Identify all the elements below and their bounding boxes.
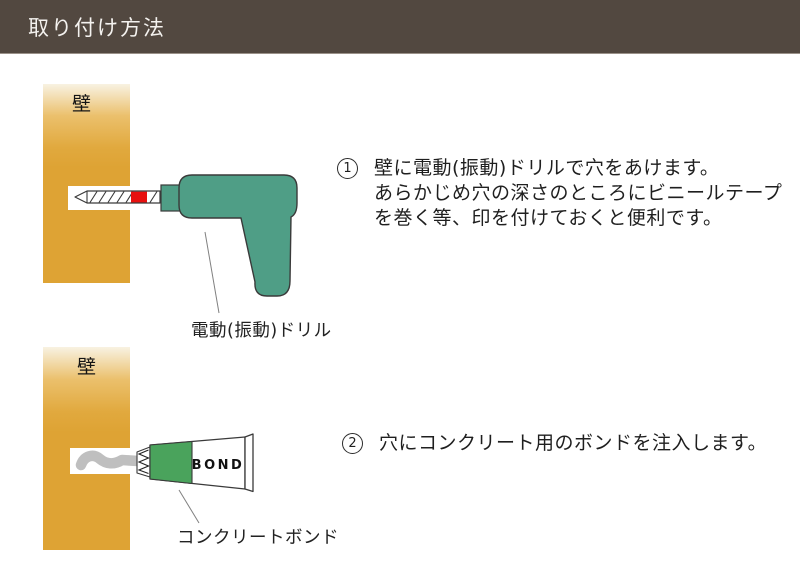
bond-pointer-line	[178, 489, 200, 524]
bond-caption: コンクリートボンド	[177, 528, 339, 548]
wall-label-step1: 壁	[72, 93, 93, 115]
nozzle-threads	[137, 449, 150, 475]
step-2-line-1: 穴にコンクリート用のボンドを注入します。	[379, 432, 768, 454]
drill-pointer-line	[204, 231, 220, 314]
wall-step1: 壁	[43, 84, 130, 283]
step-1-number-badge: 1	[337, 158, 358, 179]
drill-caption: 電動(振動)ドリル	[191, 321, 332, 341]
drill-chuck	[160, 184, 181, 212]
step-2-text: 穴にコンクリート用のボンドを注入します。	[379, 431, 767, 456]
drill-body	[178, 174, 298, 297]
tube-end-cap	[244, 433, 254, 493]
drill-bit-outline	[74, 190, 161, 204]
step-2-number-badge: 2	[342, 433, 363, 454]
step-1-text: 壁に電動(振動)ドリルで穴をあけます。 あらかじめ穴の深さのところにビニールテー…	[374, 156, 782, 231]
drill-bit-hatching	[86, 191, 158, 203]
header: 取り付け方法	[0, 0, 800, 54]
step-1-line-3: を巻く等、印を付けておくと便利です。	[374, 207, 723, 229]
step-2: 2 穴にコンクリート用のボンドを注入します。	[342, 431, 767, 456]
tube-brand-text: BOND	[192, 458, 245, 473]
bond-illustration: BOND	[70, 433, 254, 524]
bond-paste	[75, 450, 144, 471]
page-title: 取り付け方法	[28, 15, 166, 40]
step-1-line-1: 壁に電動(振動)ドリルで穴をあけます。	[374, 157, 720, 179]
tape-mark	[131, 191, 147, 203]
drill-illustration	[68, 174, 298, 314]
wall-label-step2: 壁	[77, 356, 98, 378]
step-1: 1 壁に電動(振動)ドリルで穴をあけます。 あらかじめ穴の深さのところにビニール…	[337, 156, 782, 231]
tube-green-section	[149, 440, 193, 485]
step-1-line-2: あらかじめ穴の深さのところにビニールテープ	[374, 182, 783, 204]
